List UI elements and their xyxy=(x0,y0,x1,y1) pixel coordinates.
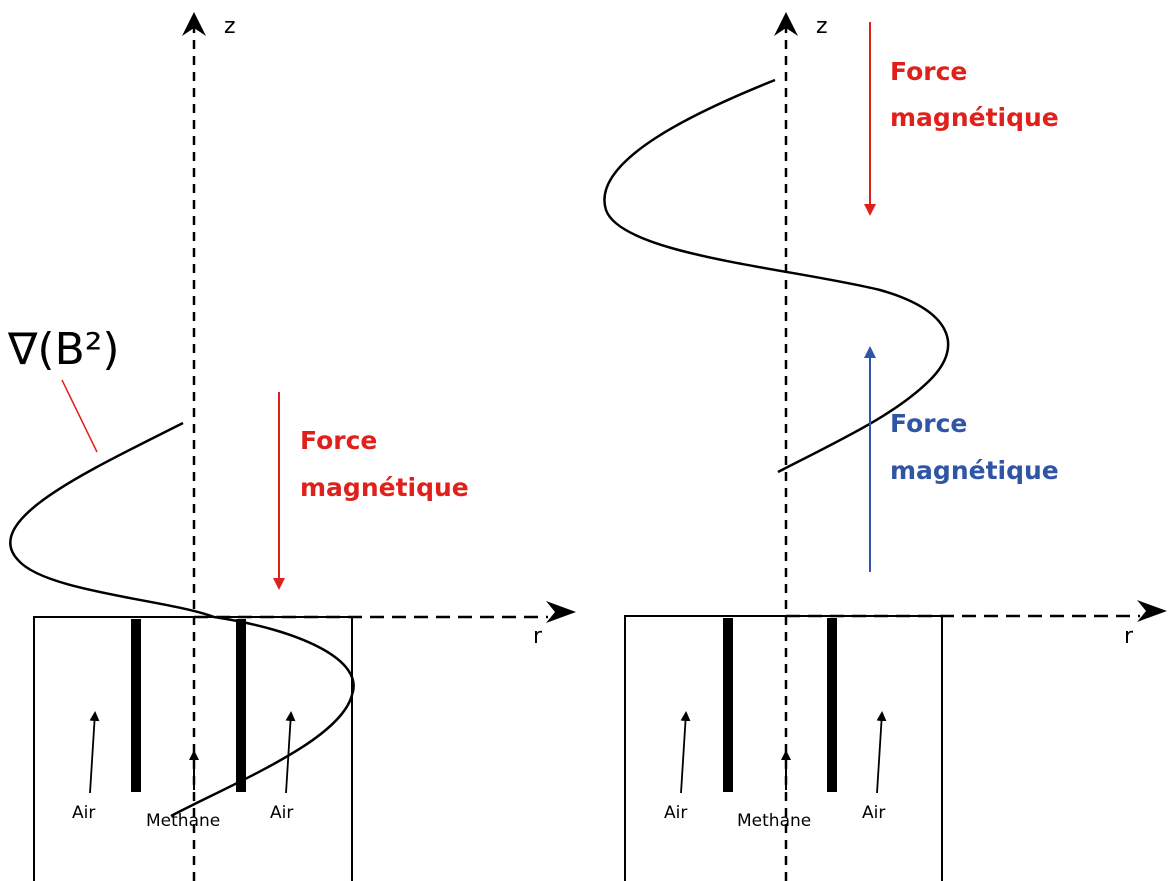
right-air-arrow-left xyxy=(680,711,691,794)
right-force-down-line2: magnétique xyxy=(890,103,1059,132)
right-r-axis-label: r xyxy=(1124,624,1134,649)
left-air-arrow-left xyxy=(89,711,100,794)
left-z-axis-arrowhead xyxy=(182,12,206,36)
right-force-up-line2: magnétique xyxy=(890,456,1059,485)
left-panel: z r Air Methane Air ∇(B²) Force magnétiq… xyxy=(7,12,576,881)
left-force-down-line2: magnétique xyxy=(300,473,469,502)
left-air-arrow-right xyxy=(285,711,296,794)
right-methane-label: Methane xyxy=(737,811,811,831)
left-nozzle-wall-left xyxy=(131,619,141,792)
gradient-label: ∇(B²) xyxy=(7,324,120,375)
right-force-down-line1: Force xyxy=(890,57,967,86)
left-air-label-left: Air xyxy=(72,803,95,823)
left-methane-label: Methane xyxy=(146,811,220,831)
right-z-axis-label: z xyxy=(816,14,828,39)
right-force-up-line1: Force xyxy=(890,409,967,438)
right-nozzle-wall-right xyxy=(827,618,837,792)
left-force-down-line1: Force xyxy=(300,426,377,455)
right-burner-box xyxy=(624,615,943,881)
left-air-label-right: Air xyxy=(270,803,293,823)
gradient-label-leader xyxy=(61,379,98,453)
left-gradient-curve xyxy=(9,421,355,818)
left-r-axis-arrowhead xyxy=(546,601,576,623)
right-panel: z r Air Methane Air Force magnétique For… xyxy=(603,12,1167,881)
left-burner-box xyxy=(33,616,353,881)
left-nozzle-wall-right xyxy=(236,619,246,792)
right-nozzle-wall-left xyxy=(723,618,733,792)
right-z-axis-arrowhead xyxy=(774,12,798,36)
left-r-axis-label: r xyxy=(533,624,543,649)
right-air-label-left: Air xyxy=(664,803,687,823)
right-r-axis-arrowhead xyxy=(1137,600,1167,622)
right-air-arrow-right xyxy=(876,711,887,794)
right-gradient-curve xyxy=(603,78,950,474)
right-air-label-right: Air xyxy=(862,803,885,823)
left-z-axis-label: z xyxy=(224,14,236,39)
